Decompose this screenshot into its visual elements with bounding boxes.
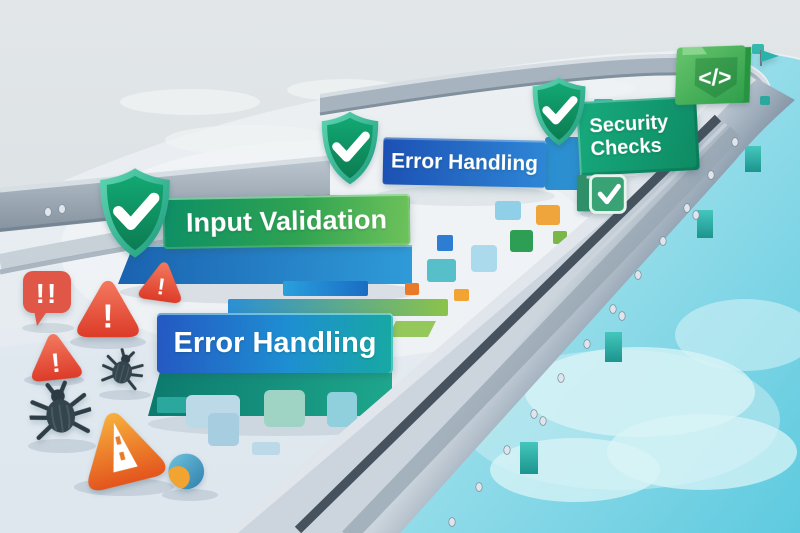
debris-bar [283,281,368,296]
error-handling-top-label: Error Handling [390,148,539,176]
debris-square [427,259,456,282]
main-guardrail [225,72,795,533]
post [697,210,713,238]
code-glyph: </> [698,64,732,91]
error-handling-bottom-label: Error Handling [173,326,377,359]
debris-square [157,397,192,413]
debris-bar [228,299,448,316]
debris-square [327,392,357,427]
banner-error-handling-bottom: Error Handling [157,313,393,373]
debris-square [437,235,453,251]
checkbox-checked-icon [575,172,633,218]
input-validation-label: Input Validation [185,204,388,238]
debris-square [510,230,533,252]
debris-square [495,201,521,220]
road-sign-icon [62,395,179,499]
debris-square [471,245,497,272]
clouds-cyan [460,299,800,502]
security-checks-label: Security Checks [588,111,669,161]
debris-square [208,413,239,446]
debris-square [264,390,305,427]
banner-error-handling-top: Error Handling [382,137,547,188]
debris-square [454,289,469,301]
banner-input-validation: Input Validation [162,193,411,250]
code-badge-icon: </> [671,40,759,111]
debris-square [252,442,280,455]
flag-icon [758,48,782,68]
post [520,442,538,474]
rail-rivets [448,137,739,527]
debris-square [545,137,580,190]
shield-check-icon [93,165,177,261]
shield-check-icon [527,75,591,148]
debris-square [536,205,560,225]
debris-square [388,321,436,337]
post [745,146,761,172]
ball-icon [160,450,216,500]
sky-cyan [396,51,800,533]
input-validation-base [118,246,412,284]
alert-bubble-icon: !! [22,270,74,328]
post [605,332,622,362]
double-exclamation-glyph: !! [36,278,59,309]
debris-square [405,283,419,295]
shield-check-icon [316,109,384,187]
bridge-posts [520,146,761,474]
